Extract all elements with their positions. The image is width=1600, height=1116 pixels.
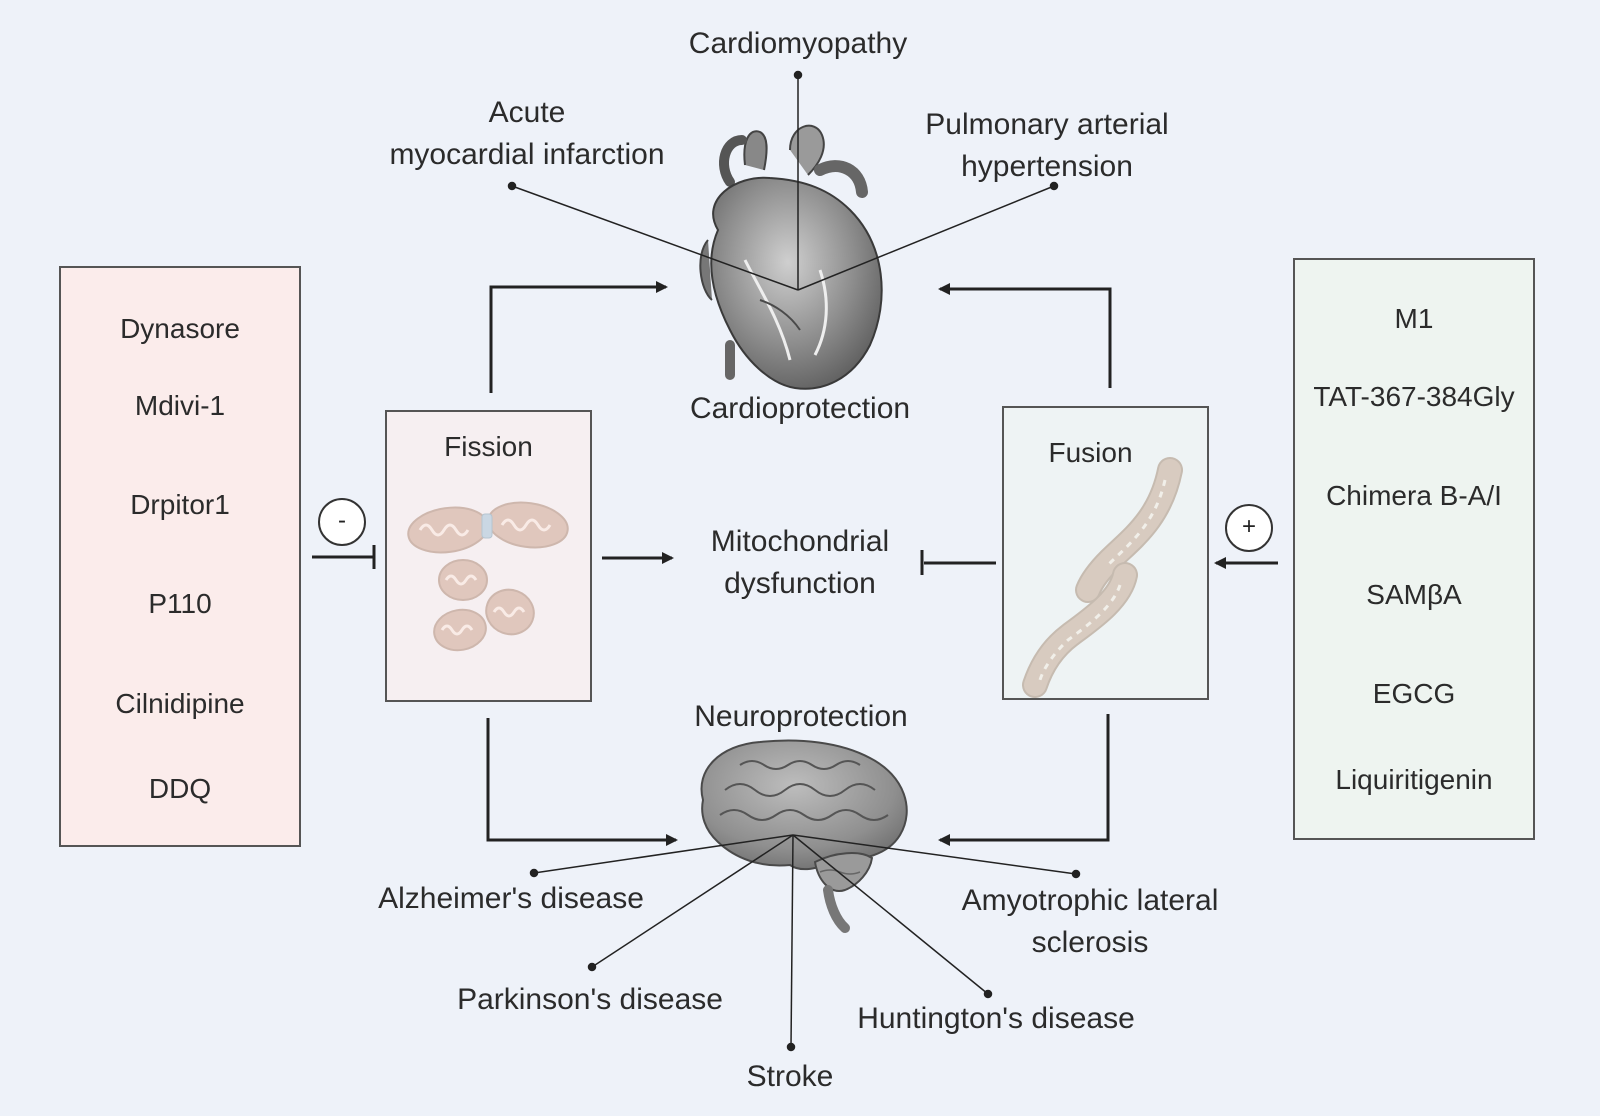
activator-item: TAT-367-384Gly [1313, 381, 1515, 412]
parkinsons-label: Parkinson's disease [457, 983, 723, 1016]
activation-sign: + [1225, 504, 1273, 552]
activator-item: M1 [1394, 303, 1434, 334]
acute-mi-line-1: Acute [488, 96, 566, 129]
inhibitor-item: Mdivi-1 [134, 390, 226, 421]
inhibitor-list-box: Dynasore Mdivi-1 Drpitor1 P110 Cilnidipi… [59, 266, 301, 847]
inhibitor-item: P110 [148, 588, 212, 619]
mitochondrial-dysfunction-label: Mitochondrial dysfunction [680, 521, 920, 605]
dysfunction-line-2: dysfunction [724, 567, 876, 600]
brain-disease-connectors [529, 834, 1081, 1052]
fusion-to-heart-arrow [938, 283, 1112, 388]
neuroprotection-label: Neuroprotection [694, 700, 908, 733]
activator-item: SAMβA [1366, 579, 1462, 610]
heart-icon [699, 124, 883, 390]
acute-mi-label: Acute myocardial infarction [367, 92, 687, 176]
fission-to-heart-arrow [489, 281, 668, 393]
inhibitor-item: Dynasore [120, 313, 240, 344]
pathway-arrows [312, 281, 1278, 846]
fusion-box: Fusion [1002, 406, 1209, 700]
inhibitor-item: Drpitor1 [130, 489, 230, 520]
acute-mi-line-2: myocardial infarction [389, 138, 665, 171]
als-label: Amyotrophic lateral sclerosis [925, 880, 1255, 964]
pah-line-1: Pulmonary arterial [925, 108, 1169, 141]
als-line-2: sclerosis [1031, 926, 1149, 959]
fission-label: Fission [444, 431, 533, 462]
heart-disease-connectors [507, 70, 1059, 291]
fusion-to-brain-arrow [938, 714, 1110, 846]
huntingtons-label: Huntington's disease [857, 1002, 1135, 1035]
als-line-1: Amyotrophic lateral [961, 884, 1219, 917]
inhibition-sign: - [318, 498, 366, 546]
fission-box: Fission [385, 410, 592, 702]
fission-to-brain-arrow [486, 718, 678, 846]
pah-label: Pulmonary arterial hypertension [897, 104, 1197, 188]
stroke-label: Stroke [746, 1060, 834, 1093]
activator-list-box: M1 TAT-367-384Gly Chimera B-A/I SAMβA EG… [1293, 258, 1535, 840]
cardiomyopathy-label: Cardiomyopathy [688, 27, 908, 60]
activator-item: Chimera B-A/I [1326, 480, 1502, 511]
inhibitor-item: DDQ [148, 773, 212, 804]
activator-item: Liquiritigenin [1335, 764, 1493, 795]
cardioprotection-label: Cardioprotection [689, 392, 911, 425]
fusion-label: Fusion [1048, 437, 1133, 468]
pah-line-2: hypertension [961, 150, 1133, 183]
dysfunction-line-1: Mitochondrial [710, 525, 890, 558]
alzheimers-label: Alzheimer's disease [378, 882, 644, 915]
activator-item: EGCG [1372, 678, 1456, 709]
inhibitor-item: Cilnidipine [115, 688, 245, 719]
brain-icon [700, 739, 908, 933]
